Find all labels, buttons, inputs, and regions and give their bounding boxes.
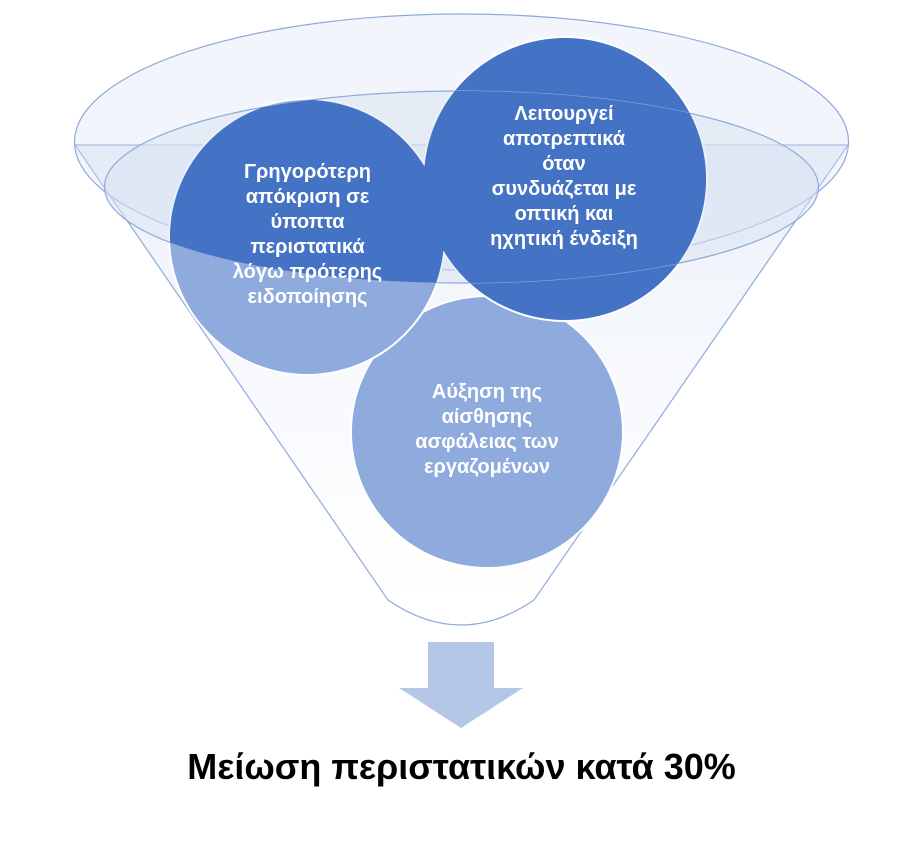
funnel-item-right: Λειτουργεί αποτρεπτικά όταν συνδυάζεται … (448, 82, 680, 272)
funnel-item-left-line: απόκριση σε (245, 186, 370, 208)
funnel-item-left-line: λόγω πρότερης (232, 261, 383, 283)
funnel-item-bottom-line: εργαζομένων (423, 456, 550, 478)
funnel-item-left-line: Γρηγορότερη (244, 161, 371, 183)
funnel-item-left: Γρηγορότερη απόκριση σε ύποπτα περιστατι… (195, 140, 420, 330)
result-label: Μείωση περιστατικών κατά 30% (187, 746, 736, 787)
funnel-item-right-line: όταν (542, 153, 586, 175)
funnel-item-bottom-line: αίσθησης (441, 406, 533, 428)
funnel-item-bottom-line: Αύξηση της (431, 381, 543, 403)
funnel-item-right-line: Λειτουργεί (514, 103, 614, 125)
funnel-item-bottom-line: ασφάλειας των (415, 431, 559, 453)
down-arrow-icon (399, 642, 523, 728)
funnel-item-right-line: οπτική και (514, 203, 614, 225)
funnel-item-right-line: αποτρεπτικά (502, 128, 626, 150)
funnel-item-right-line: ηχητική ένδειξη (490, 228, 638, 250)
funnel-item-bottom: Αύξηση της αίσθησης ασφάλειας των εργαζο… (367, 340, 607, 520)
funnel-item-left-line: περιστατικά (250, 236, 365, 258)
funnel-item-left-line: ύποπτα (270, 211, 345, 233)
funnel-item-right-line: συνδυάζεται με (491, 178, 637, 200)
funnel-item-left-line: ειδοποίησης (247, 286, 368, 308)
